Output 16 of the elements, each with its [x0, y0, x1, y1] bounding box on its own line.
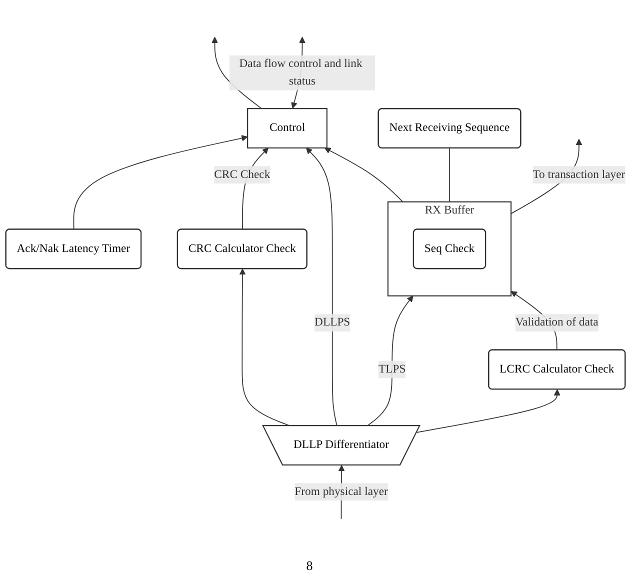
arrow — [367, 296, 414, 426]
arrow — [324, 148, 404, 202]
edge-label: To transaction layer — [532, 168, 626, 181]
arrow — [416, 389, 560, 433]
node-box: Control — [247, 108, 328, 148]
connector — [449, 147, 450, 202]
edge-label: TLPS — [378, 362, 406, 376]
edge-label: DLLPS — [314, 316, 350, 329]
edge-label: Validation of data — [515, 316, 598, 329]
arrow — [306, 148, 338, 426]
edge-label: Data flow control and link status — [239, 58, 362, 88]
bus-width-label: 8 — [306, 558, 313, 573]
edge-label: CRC Check — [214, 168, 270, 181]
arrow — [73, 135, 248, 230]
edge-label: From physical layer — [294, 485, 388, 498]
arrow — [239, 268, 291, 426]
